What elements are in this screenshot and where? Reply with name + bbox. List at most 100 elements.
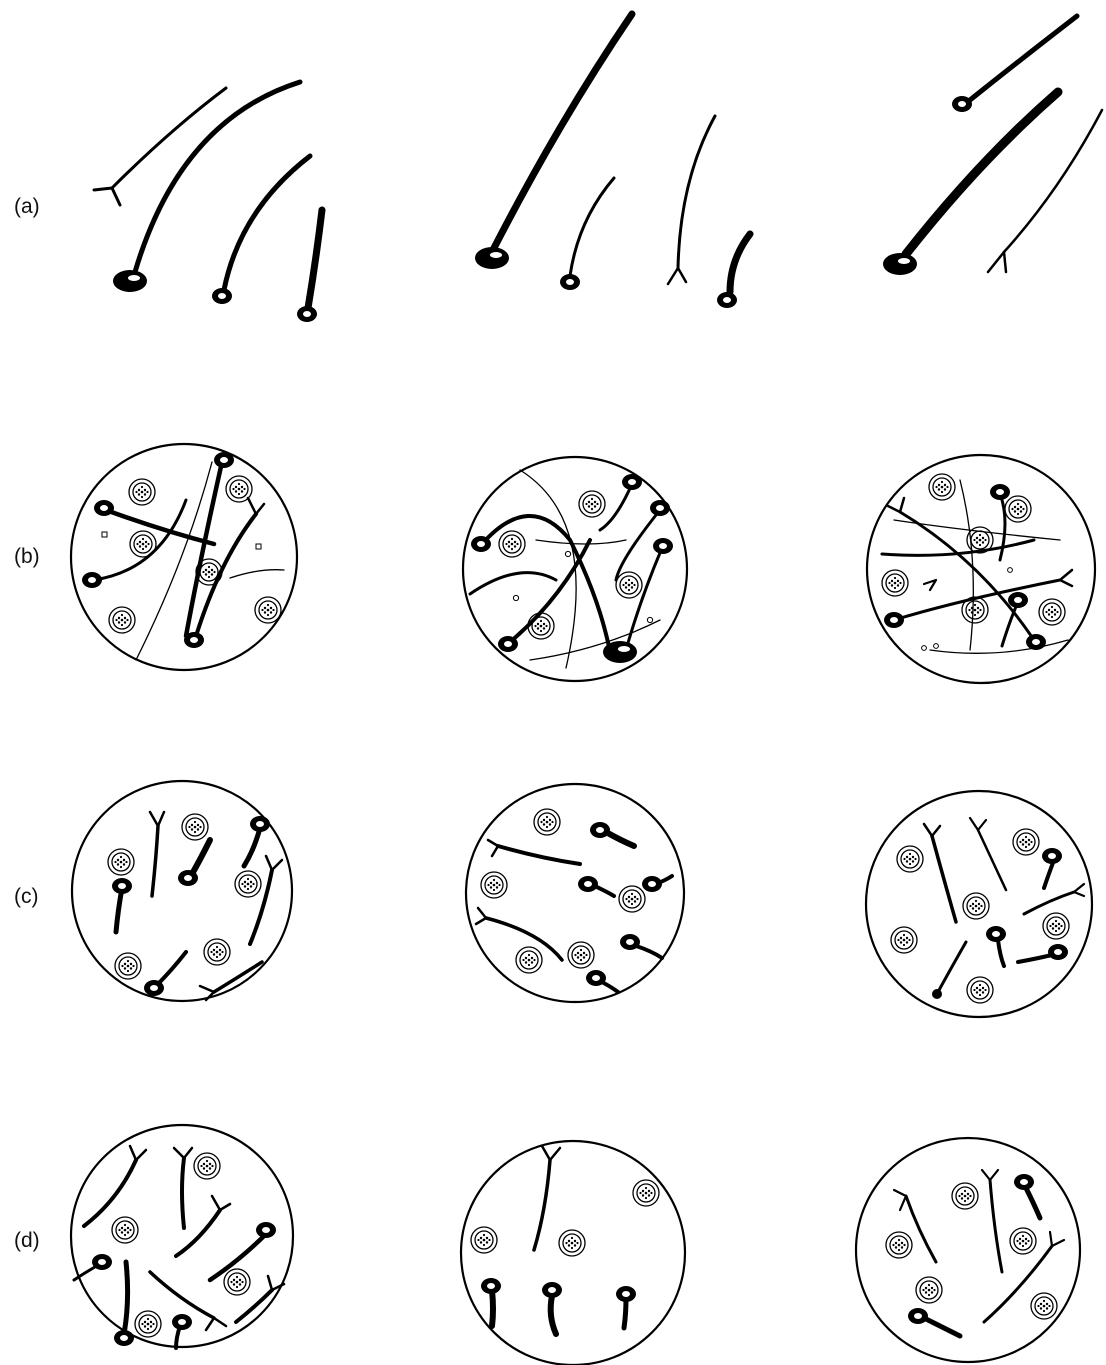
- epithelial-cell: [568, 942, 594, 968]
- epithelial-cell: [1013, 829, 1039, 855]
- epithelial-cell: [255, 597, 281, 623]
- epithelial-cell: [108, 849, 134, 875]
- hair-bulb: [603, 641, 637, 663]
- row-b-panel-1: [71, 444, 297, 670]
- hair-bulb: [172, 1314, 192, 1330]
- epithelial-cell: [916, 1277, 942, 1303]
- epithelial-cell: [929, 474, 955, 500]
- hair-bulb: [471, 536, 491, 552]
- debris: [102, 532, 107, 537]
- epithelial-cell: [499, 531, 525, 557]
- hair-bulb: [1014, 1174, 1034, 1190]
- epithelial-cell: [633, 1180, 659, 1206]
- hair-bulb: [82, 572, 102, 588]
- epithelial-cell: [952, 1183, 978, 1209]
- hair-bulb: [717, 292, 737, 308]
- epithelial-cell: [882, 570, 908, 596]
- row-a-panel-1: [94, 82, 322, 322]
- row-label-b: (b): [14, 545, 40, 568]
- debris: [934, 644, 939, 649]
- debris: [513, 595, 518, 600]
- epithelial-cell: [115, 953, 141, 979]
- hair-bulb: [578, 876, 598, 892]
- debris: [565, 551, 570, 556]
- hair-bulb: [475, 247, 509, 269]
- row-b-panel-3: [867, 455, 1095, 683]
- hair-bulb: [1008, 592, 1028, 608]
- row-c-panel-2: [466, 784, 684, 1002]
- epithelial-cell: [619, 886, 645, 912]
- epithelial-cell: [967, 977, 993, 1003]
- row-a-panel-2: [475, 14, 750, 308]
- epithelial-cell: [963, 893, 989, 919]
- epithelial-cell: [579, 491, 605, 517]
- microscope-field: [867, 455, 1095, 683]
- hair-forked: [182, 1158, 184, 1228]
- epithelial-cell: [559, 1230, 585, 1256]
- epithelial-cell: [204, 939, 230, 965]
- debris: [256, 544, 261, 549]
- epithelial-cell: [235, 871, 261, 897]
- hair-forked: [678, 116, 715, 268]
- row-label-d: (d): [14, 1229, 40, 1252]
- hair-bulb: [908, 1308, 928, 1324]
- hair-bulb: [114, 1330, 134, 1346]
- epithelial-cell: [886, 1232, 912, 1258]
- row-d-panel-3: [856, 1138, 1080, 1362]
- debris: [647, 617, 652, 622]
- hair-bulb: [986, 926, 1006, 942]
- hair-bulb: [144, 980, 164, 996]
- epithelial-cell: [616, 572, 642, 598]
- hair: [492, 1290, 493, 1326]
- epithelial-cell: [1043, 913, 1069, 939]
- hair-bulb: [94, 500, 114, 516]
- hair-bulb: [113, 270, 147, 292]
- row-label-a: (a): [14, 195, 40, 218]
- hair-bulb: [590, 822, 610, 838]
- hair-bulb: [586, 970, 606, 986]
- epithelial-cell: [471, 1227, 497, 1253]
- hair-bulb: [620, 934, 640, 950]
- epithelial-cell: [194, 1153, 220, 1179]
- row-d-panel-2: [461, 1141, 685, 1365]
- hair-short: [730, 234, 750, 292]
- epithelial-cell: [224, 1269, 250, 1295]
- hair-medium: [970, 16, 1077, 100]
- hair-medium: [224, 156, 310, 290]
- hair-bulb: [990, 484, 1010, 500]
- epithelial-cell: [112, 1217, 138, 1243]
- hair-bulb: [498, 636, 518, 652]
- hair-bulb: [952, 96, 972, 112]
- epithelial-cell: [481, 872, 507, 898]
- hair-fork-tip: [988, 252, 1006, 272]
- hair-bulb: [616, 1286, 636, 1302]
- hair-bulb: [1048, 944, 1068, 960]
- hair-bulb: [883, 253, 917, 275]
- epithelial-cell: [129, 479, 155, 505]
- epithelial-cell: [135, 1311, 161, 1337]
- epithelial-cell: [897, 846, 923, 872]
- debris: [1008, 568, 1013, 573]
- hair-bulb: [650, 500, 670, 516]
- hair-thin: [570, 178, 614, 276]
- epithelial-cell: [109, 607, 135, 633]
- epithelial-cell: [1031, 1293, 1057, 1319]
- hair-bulb: [642, 876, 662, 892]
- epithelial-cell: [534, 809, 560, 835]
- hair-fork-tip: [94, 188, 120, 205]
- epithelial-cell: [1010, 1228, 1036, 1254]
- hair-bulb: [250, 816, 270, 832]
- hair-bulb: [884, 612, 904, 628]
- hair-bulb: [256, 1222, 276, 1238]
- hair-bulb: [112, 878, 132, 894]
- row-b-panel-2: [463, 457, 687, 681]
- hair-bulb: [297, 306, 317, 322]
- hair-bulb: [932, 989, 942, 999]
- hair-long: [494, 14, 632, 248]
- hair-bulb: [1042, 848, 1062, 864]
- hair-bulb: [542, 1282, 562, 1298]
- row-c-panel-1: [72, 781, 292, 1001]
- hair-long: [906, 92, 1058, 254]
- epithelial-cell: [891, 927, 917, 953]
